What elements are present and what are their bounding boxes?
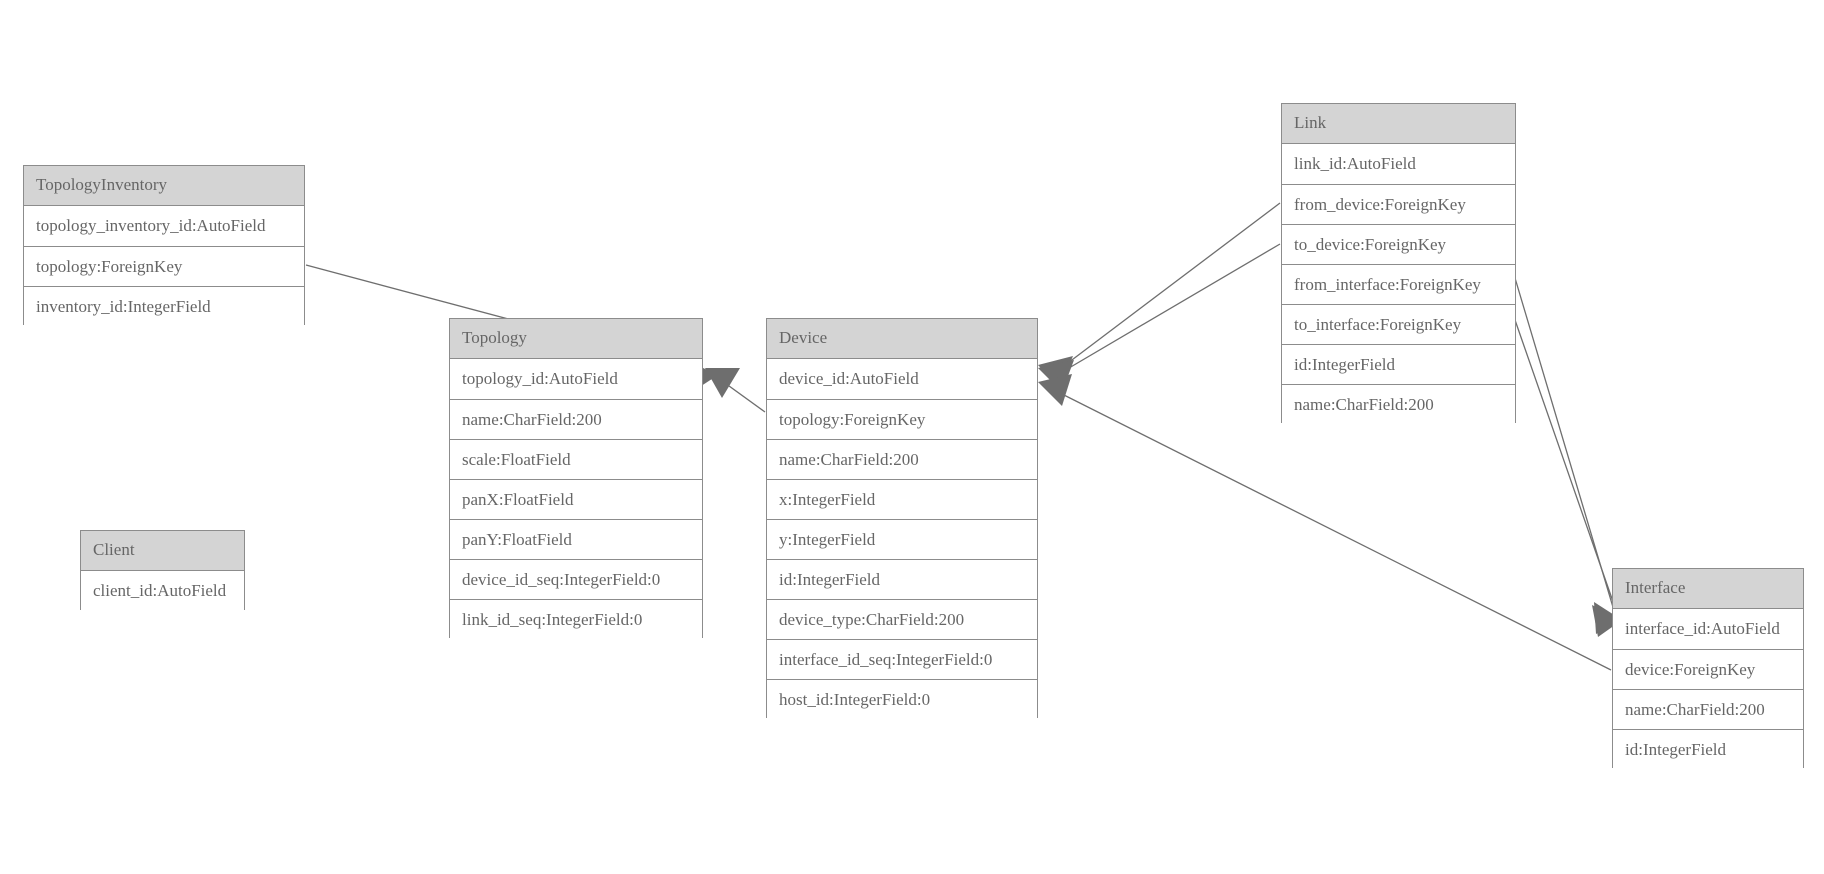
entity-field-row[interactable]: panY:FloatField — [450, 519, 702, 559]
entity-field-row[interactable]: host_id:IntegerField:0 — [767, 679, 1037, 719]
entity-field-row[interactable]: device_id_seq:IntegerField:0 — [450, 559, 702, 599]
rel-link-from-interface — [1514, 277, 1622, 637]
relationship-line — [1514, 319, 1619, 617]
rel-link-from-device — [1038, 202, 1281, 388]
entity-title-topology_inventory: TopologyInventory — [24, 166, 304, 206]
entity-field-row[interactable]: y:IntegerField — [767, 519, 1037, 559]
relationship-line — [1049, 387, 1612, 671]
entity-field-row[interactable]: interface_id_seq:IntegerField:0 — [767, 639, 1037, 679]
entity-field-row[interactable]: scale:FloatField — [450, 439, 702, 479]
entity-field-row[interactable]: from_interface:ForeignKey — [1282, 264, 1515, 304]
entity-title-interface: Interface — [1613, 569, 1803, 609]
entity-field-row[interactable]: id:IntegerField — [1613, 729, 1803, 769]
entity-field-row[interactable]: x:IntegerField — [767, 479, 1037, 519]
entity-title-link: Link — [1282, 104, 1515, 144]
entity-field-row[interactable]: to_interface:ForeignKey — [1282, 304, 1515, 344]
entity-field-row[interactable]: name:CharField:200 — [450, 399, 702, 439]
relationship-line — [717, 377, 766, 413]
relationship-arrowhead-icon — [1038, 374, 1072, 406]
entity-field-row[interactable]: from_device:ForeignKey — [1282, 184, 1515, 224]
entity-field-row[interactable]: id:IntegerField — [1282, 344, 1515, 384]
entity-title-device: Device — [767, 319, 1037, 359]
rel-device-topology — [705, 368, 766, 413]
relationship-line — [1051, 243, 1281, 379]
entity-field-row[interactable]: topology_inventory_id:AutoField — [24, 206, 304, 246]
relationship-arrowhead-icon — [1038, 360, 1074, 392]
entity-field-row[interactable]: topology_id:AutoField — [450, 359, 702, 399]
entity-field-row[interactable]: id:IntegerField — [767, 559, 1037, 599]
entity-field-row[interactable]: link_id:AutoField — [1282, 144, 1515, 184]
entity-field-row[interactable]: device_id:AutoField — [767, 359, 1037, 399]
entity-title-client: Client — [81, 531, 244, 571]
rel-link-to-interface — [1514, 319, 1622, 634]
entity-field-row[interactable]: device:ForeignKey — [1613, 649, 1803, 689]
rel-link-to-device — [1038, 243, 1281, 392]
entity-field-row[interactable]: topology:ForeignKey — [24, 246, 304, 286]
entity-field-row[interactable]: client_id:AutoField — [81, 571, 244, 611]
entity-field-row[interactable]: panX:FloatField — [450, 479, 702, 519]
relationship-arrowhead-icon — [1038, 356, 1073, 388]
entity-field-row[interactable]: name:CharField:200 — [1613, 689, 1803, 729]
entity-field-row[interactable]: link_id_seq:IntegerField:0 — [450, 599, 702, 639]
entity-field-row[interactable]: topology:ForeignKey — [767, 399, 1037, 439]
entity-field-row[interactable]: device_type:CharField:200 — [767, 599, 1037, 639]
entity-field-row[interactable]: inventory_id:IntegerField — [24, 286, 304, 326]
entity-field-row[interactable]: name:CharField:200 — [1282, 384, 1515, 424]
relationship-line — [1051, 202, 1281, 376]
entity-title-topology: Topology — [450, 319, 702, 359]
entity-field-row[interactable]: to_device:ForeignKey — [1282, 224, 1515, 264]
relationship-arrowhead-icon — [705, 368, 740, 398]
relationship-line — [1514, 277, 1616, 615]
entity-field-row[interactable]: interface_id:AutoField — [1613, 609, 1803, 649]
entity-field-row[interactable]: name:CharField:200 — [767, 439, 1037, 479]
